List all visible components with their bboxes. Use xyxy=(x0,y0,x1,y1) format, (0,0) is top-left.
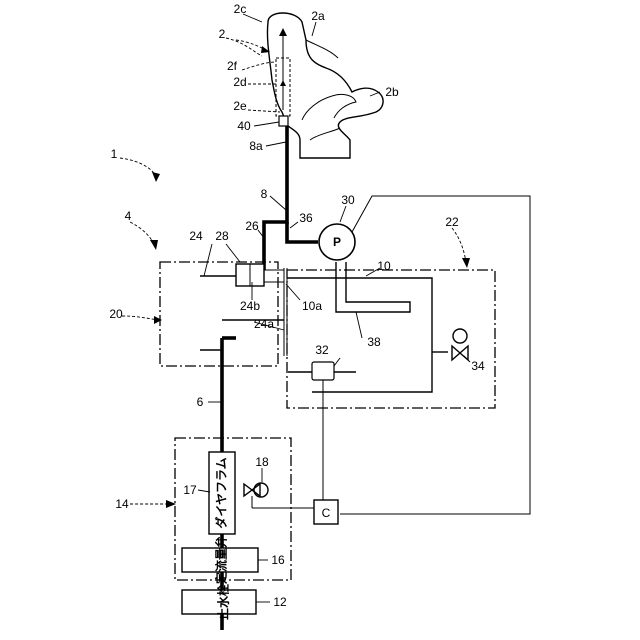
sensor-32 xyxy=(312,362,334,380)
label-10: 10 xyxy=(377,259,391,273)
diaphragm-label: ダイヤフラム xyxy=(214,457,229,528)
label-26: 26 xyxy=(245,219,259,233)
label-2d: 2d xyxy=(233,75,246,89)
stop-valve: 止水栓 xyxy=(182,584,256,620)
constant-flow-valve-label: 定流量弁 xyxy=(214,536,229,584)
label-2b: 2b xyxy=(385,85,399,99)
controller-c: C xyxy=(314,500,338,524)
label-30: 30 xyxy=(341,193,355,207)
pump-symbol: P xyxy=(333,235,341,249)
toilet-body xyxy=(267,13,383,158)
label-2e: 2e xyxy=(233,99,247,113)
label-28: 28 xyxy=(215,229,229,243)
label-17: 17 xyxy=(183,483,197,497)
label-40: 40 xyxy=(237,119,251,133)
label-16: 16 xyxy=(271,553,285,567)
label-12: 12 xyxy=(273,595,287,609)
label-14: 14 xyxy=(115,497,129,511)
label-10a: 10a xyxy=(302,299,322,313)
label-24b: 24b xyxy=(240,299,260,313)
controller-symbol: C xyxy=(322,506,331,520)
label-8a: 8a xyxy=(249,139,263,153)
label-4: 4 xyxy=(125,209,132,223)
pump-30: P xyxy=(319,224,355,260)
constant-flow-valve: 定流量弁 xyxy=(182,536,258,584)
label-38: 38 xyxy=(367,335,381,349)
float-valve-28 xyxy=(236,264,284,286)
label-1: 1 xyxy=(111,147,118,161)
diaphragm-valve: ダイヤフラム xyxy=(209,452,235,534)
reference-labels: 2c 2 2a 2f 2d 2b 2e 40 8a 1 8 30 4 36 22… xyxy=(109,2,485,609)
label-24a: 24a xyxy=(254,317,274,331)
label-34: 34 xyxy=(471,359,485,373)
label-2a: 2a xyxy=(311,9,325,23)
stop-valve-label: 止水栓 xyxy=(216,584,231,620)
label-36: 36 xyxy=(299,211,313,225)
solenoid-valve-34 xyxy=(452,329,468,360)
label-2c: 2c xyxy=(234,2,247,16)
label-20: 20 xyxy=(109,307,123,321)
label-2: 2 xyxy=(219,27,226,41)
label-24: 24 xyxy=(189,229,203,243)
pump-unit-box xyxy=(287,270,495,408)
label-2f: 2f xyxy=(227,59,238,73)
label-18: 18 xyxy=(255,455,269,469)
solenoid-valve-18 xyxy=(244,483,323,508)
group-indicators xyxy=(120,40,470,508)
pump-piping xyxy=(287,262,448,392)
label-8: 8 xyxy=(261,187,268,201)
label-32: 32 xyxy=(315,343,329,357)
label-22: 22 xyxy=(445,215,459,229)
label-6: 6 xyxy=(197,395,204,409)
